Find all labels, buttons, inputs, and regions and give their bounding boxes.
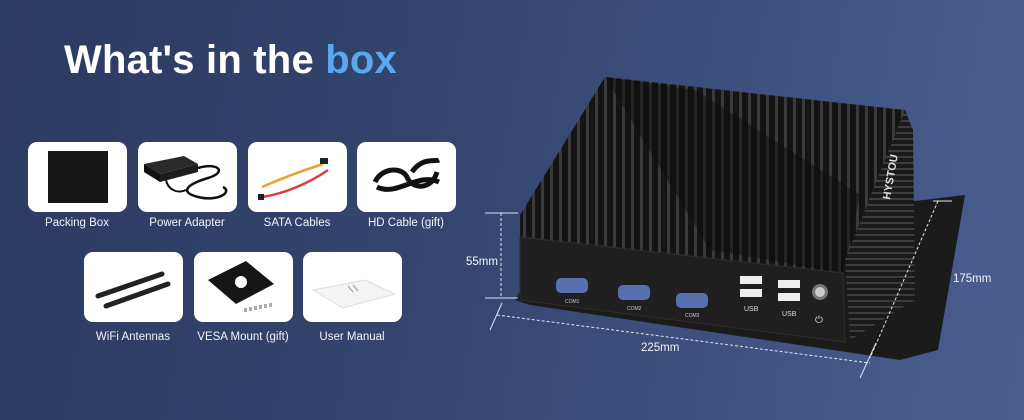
width-dimension: 225mm [641, 342, 680, 354]
svg-text:USB: USB [782, 311, 797, 318]
front-panel [519, 236, 846, 343]
sata-cables-card [248, 142, 347, 212]
user-manual-card [303, 252, 402, 322]
usb-ports-1[interactable]: USB [740, 276, 762, 313]
heatsink-top [520, 77, 905, 273]
title-highlight: box [325, 38, 397, 82]
height-dimension: 55mm [466, 256, 498, 268]
heatsink-side [845, 110, 915, 340]
item-label: Packing Box [45, 217, 109, 229]
vesa-mount-icon [208, 261, 274, 312]
item-label: HD Cable (gift) [367, 217, 445, 229]
wifi-antennas-card [84, 252, 183, 322]
svg-text:COM3: COM3 [685, 313, 700, 319]
item-label: Power Adapter [149, 217, 225, 229]
hd-cable-card [357, 142, 456, 212]
svg-text:USB: USB [744, 306, 759, 313]
mini-pc-image: HYSTOU COM1 COM2 COM3 USB USB ⏻ [485, 77, 965, 379]
dimension-lines [485, 200, 952, 379]
item-label: VESA Mount (gift) [197, 331, 289, 343]
user-manual-icon [311, 279, 397, 309]
depth-dimension: 175mm [953, 273, 992, 285]
hd-cable-icon [372, 157, 441, 192]
usb-ports-2[interactable]: USB [778, 280, 800, 318]
power-adapter-card [138, 142, 237, 212]
power-adapter-icon [144, 156, 228, 200]
power-button[interactable]: ⏻ [812, 284, 828, 326]
sata-cables-icon [258, 158, 329, 200]
vesa-mount-card [194, 252, 293, 322]
svg-text:COM2: COM2 [627, 306, 642, 312]
wifi-antennas-icon [95, 271, 171, 309]
com-port-3[interactable]: COM3 [676, 293, 708, 319]
page-title: What's in the box [64, 38, 397, 82]
item-label: SATA Cables [263, 217, 331, 229]
com-port-2[interactable]: COM2 [618, 285, 650, 312]
com-port-1[interactable]: COM1 [556, 278, 588, 305]
svg-text:COM1: COM1 [565, 299, 580, 305]
item-label: User Manual [319, 331, 385, 343]
power-icon: ⏻ [815, 315, 823, 326]
item-label: WiFi Antennas [95, 331, 171, 343]
packing-box-icon [48, 151, 108, 203]
packing-box-card [28, 142, 127, 212]
